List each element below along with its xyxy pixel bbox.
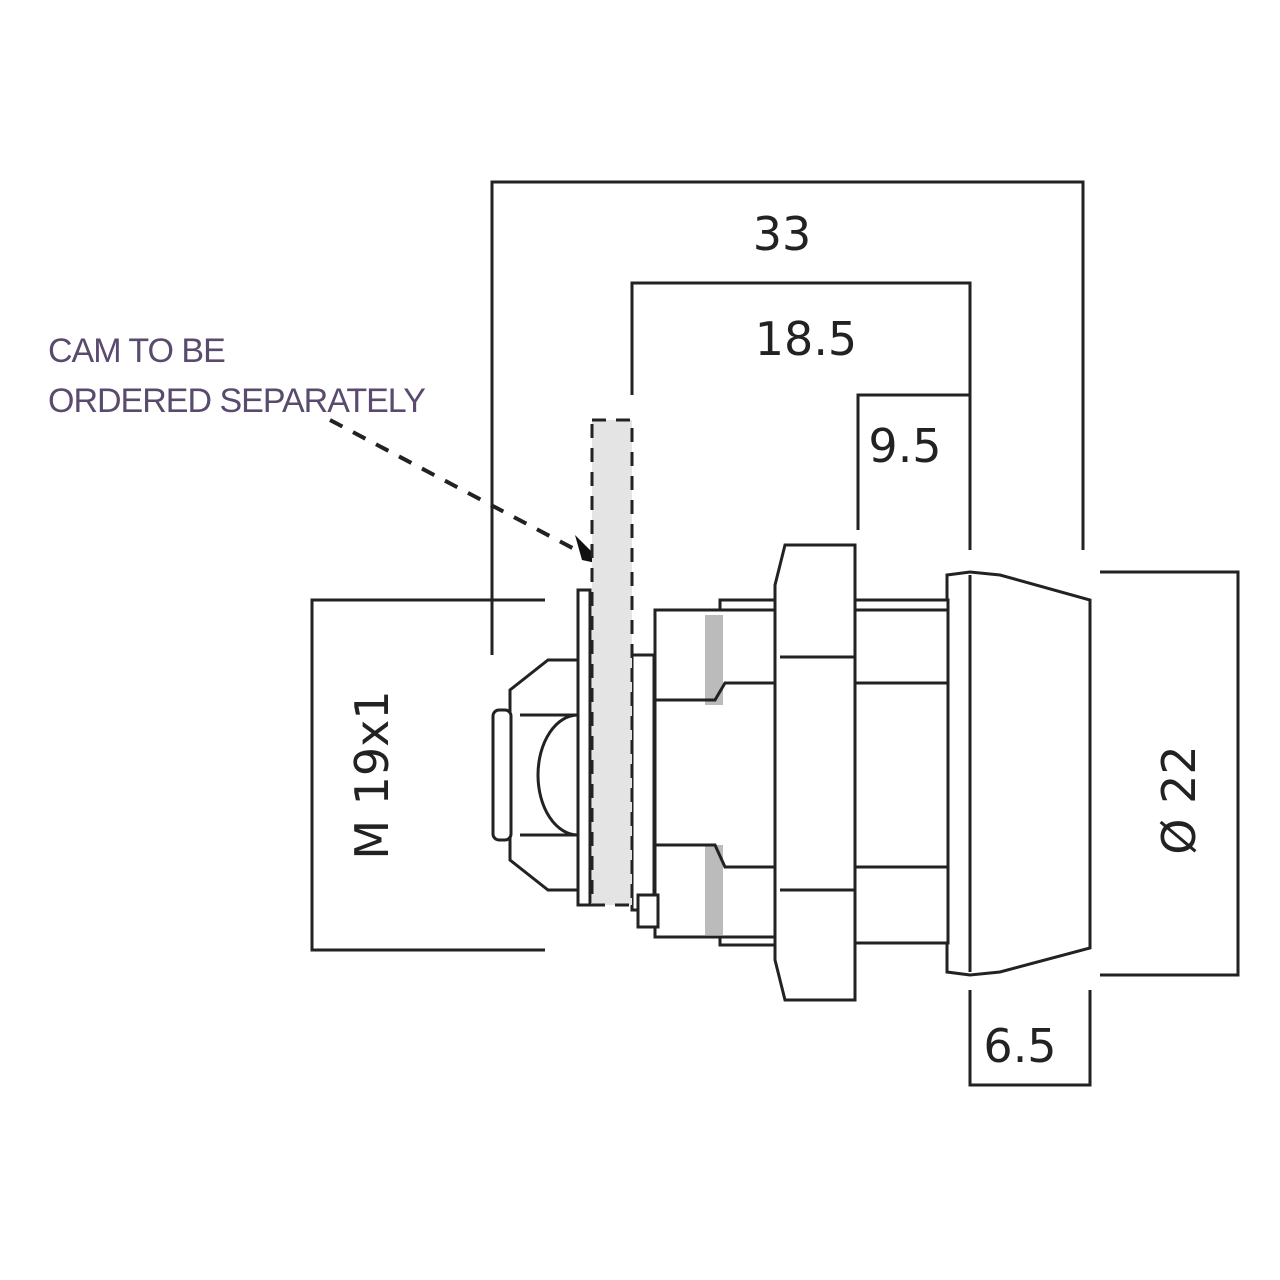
cam-note: CAM TO BE ORDERED SEPARATELY	[48, 332, 605, 565]
leader-line	[329, 418, 581, 554]
screw-head	[491, 708, 513, 842]
dimension-label-33: 33	[753, 207, 812, 261]
dimension-18-5: 18.5	[630, 281, 972, 550]
shoulder-top	[718, 598, 777, 612]
washer-tab	[636, 893, 660, 929]
washer	[630, 653, 656, 912]
shoulder-bottom	[718, 935, 777, 947]
cap-nut	[508, 658, 580, 892]
hex-nut	[773, 543, 857, 1002]
dimension-diameter: Ø 22	[1100, 570, 1240, 977]
note-line-1: CAM TO BE	[48, 332, 225, 370]
thread-shade-bottom	[705, 845, 723, 935]
barrel	[846, 598, 950, 945]
dimension-label-18-5: 18.5	[755, 312, 857, 366]
lock-body	[491, 418, 1092, 1002]
dimension-label-6-5: 6.5	[983, 1019, 1056, 1073]
dimension-label-9-5: 9.5	[868, 419, 941, 473]
dimension-6-5: 6.5	[968, 990, 1092, 1087]
dimension-33: 33	[490, 180, 1085, 655]
cam-outline	[590, 418, 634, 907]
thread-shade-top	[705, 615, 723, 705]
face-flange	[945, 570, 1092, 977]
spacer	[576, 588, 592, 907]
note-line-2: ORDERED SEPARATELY	[48, 382, 425, 420]
dimension-9-5: 9.5	[856, 393, 970, 530]
dimension-label-diameter: Ø 22	[1152, 745, 1206, 854]
dimension-label-thread: M 19x1	[345, 690, 399, 859]
dimension-thread: M 19x1	[310, 598, 545, 952]
